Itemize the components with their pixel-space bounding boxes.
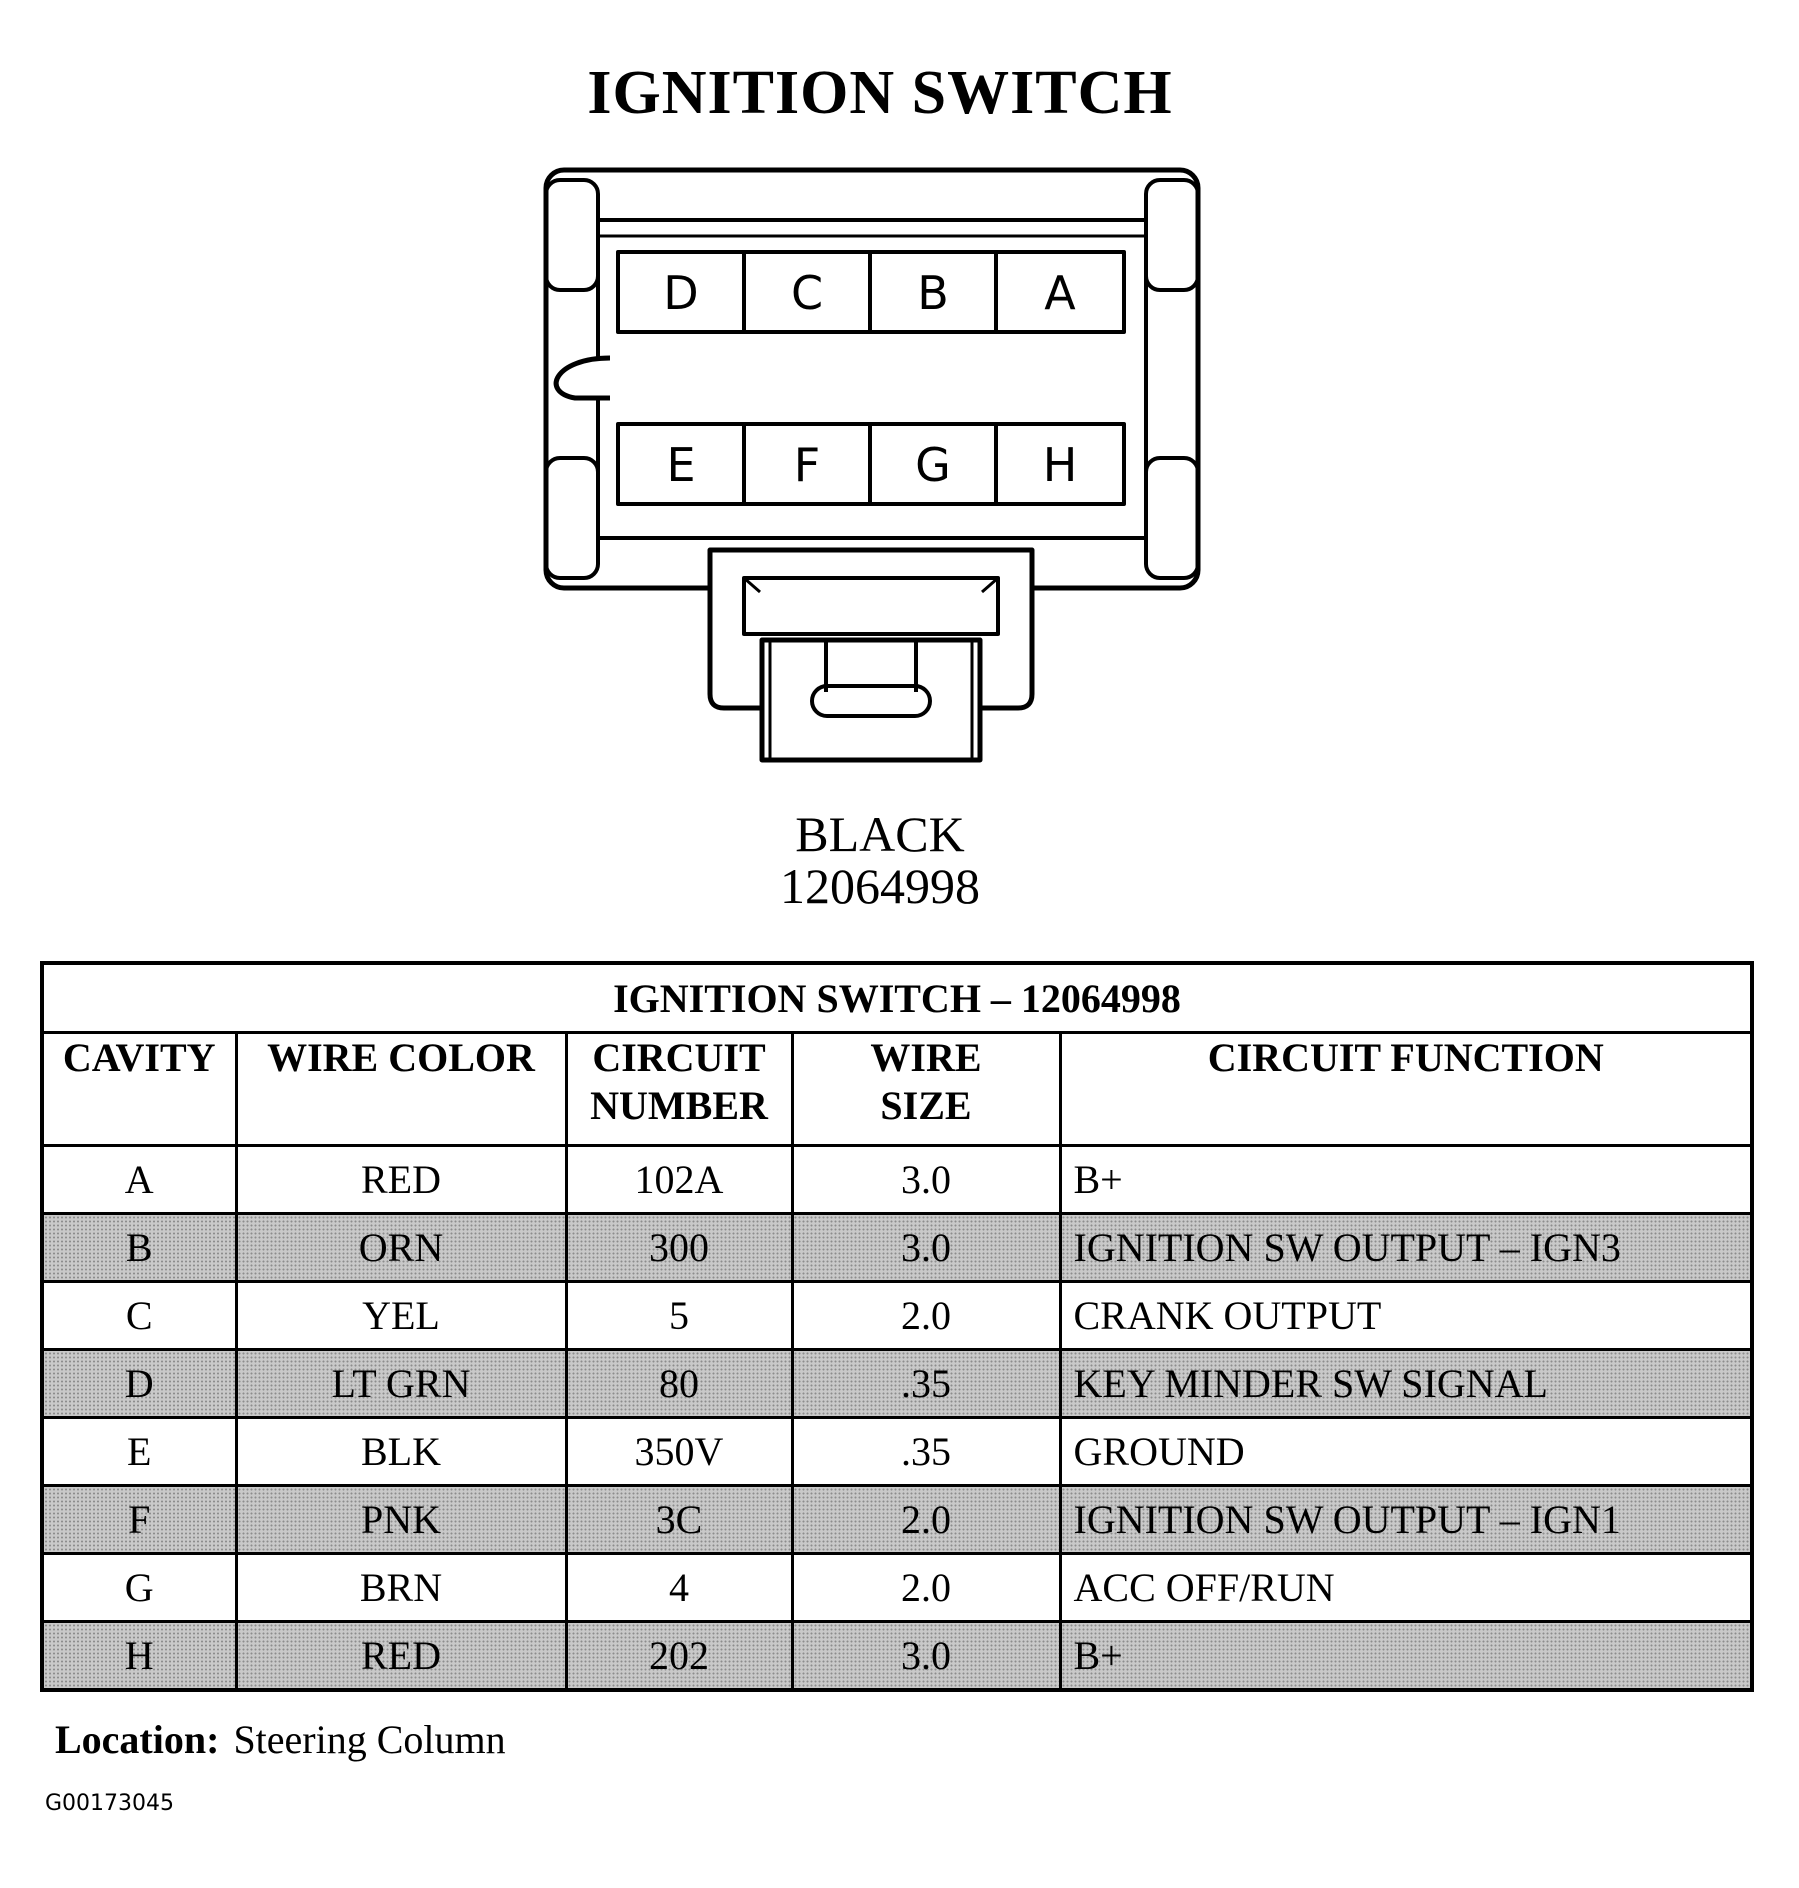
cavity-label-h: H xyxy=(1043,438,1078,492)
cavity-label-c: C xyxy=(791,266,823,320)
cell-wire-color: PNK xyxy=(234,1484,568,1555)
cell-wire-color: RED xyxy=(234,1620,568,1692)
cell-wire-color: LT GRN xyxy=(234,1348,568,1419)
cell-cavity: D xyxy=(40,1348,238,1419)
cell-circuit-function: CRANK OUTPUT xyxy=(1058,1280,1754,1351)
cell-wire-color: BLK xyxy=(234,1416,568,1487)
cell-circuit-number: 4 xyxy=(564,1552,794,1623)
cell-wire-size: 2.0 xyxy=(790,1280,1062,1351)
cell-circuit-function: B+ xyxy=(1058,1620,1754,1692)
cell-circuit-function: GROUND xyxy=(1058,1416,1754,1487)
location-value: Steering Column xyxy=(233,1717,506,1762)
cell-circuit-number: 102A xyxy=(564,1144,794,1215)
header-circuit-function: CIRCUIT FUNCTION xyxy=(1058,1031,1754,1147)
header-cavity: CAVITY xyxy=(40,1031,238,1147)
cell-wire-color: BRN xyxy=(234,1552,568,1623)
cell-cavity: G xyxy=(40,1552,238,1623)
connector-diagram: D C B A E F G H xyxy=(543,167,1201,763)
cavity-label-d: D xyxy=(663,266,698,320)
cell-wire-size: 3.0 xyxy=(790,1212,1062,1283)
cell-wire-color: RED xyxy=(234,1144,568,1215)
table-row: E BLK 350V .35 GROUND xyxy=(40,1416,1754,1487)
cell-cavity: E xyxy=(40,1416,238,1487)
diagram-title: IGNITION SWITCH xyxy=(587,59,1173,127)
cell-wire-size: 2.0 xyxy=(790,1484,1062,1555)
cell-circuit-number: 202 xyxy=(564,1620,794,1692)
cell-circuit-number: 300 xyxy=(564,1212,794,1283)
pinout-table: IGNITION SWITCH – 12064998 CAVITY WIRE C… xyxy=(40,961,1754,1692)
connector-housing xyxy=(543,167,1201,591)
cavity-grid-bottom xyxy=(616,422,1126,506)
cavity-label-e: E xyxy=(666,438,695,492)
cavity-grid-top xyxy=(616,250,1126,334)
table-row: C YEL 5 2.0 CRANK OUTPUT xyxy=(40,1280,1754,1351)
table-row: G BRN 4 2.0 ACC OFF/RUN xyxy=(40,1552,1754,1623)
cell-circuit-number: 80 xyxy=(564,1348,794,1419)
cell-circuit-number: 350V xyxy=(564,1416,794,1487)
cell-wire-color: ORN xyxy=(234,1212,568,1283)
table-row: A RED 102A 3.0 B+ xyxy=(40,1144,1754,1215)
cavity-label-b: B xyxy=(917,266,949,320)
connector-part-number: 12064998 xyxy=(780,858,980,914)
cell-cavity: H xyxy=(40,1620,238,1692)
table-title: IGNITION SWITCH – 12064998 xyxy=(40,961,1754,1034)
location-label: Location: xyxy=(55,1717,220,1762)
cavity-label-g: G xyxy=(915,438,951,492)
cell-cavity: A xyxy=(40,1144,238,1215)
header-wire-size-line1: WIRE xyxy=(870,1035,982,1080)
connector-color: BLACK xyxy=(795,806,965,862)
header-wire-size-line2: SIZE xyxy=(880,1083,972,1128)
cell-circuit-number: 5 xyxy=(564,1280,794,1351)
table-row: H RED 202 3.0 B+ xyxy=(40,1620,1754,1692)
cell-cavity: C xyxy=(40,1280,238,1351)
header-wire-color: WIRE COLOR xyxy=(234,1031,568,1147)
cell-circuit-function: ACC OFF/RUN xyxy=(1058,1552,1754,1623)
table-row: B ORN 300 3.0 IGNITION SW OUTPUT – IGN3 xyxy=(40,1212,1754,1283)
cell-circuit-function: B+ xyxy=(1058,1144,1754,1215)
cell-circuit-function: KEY MINDER SW SIGNAL xyxy=(1058,1348,1754,1419)
cell-circuit-function: IGNITION SW OUTPUT – IGN3 xyxy=(1058,1212,1754,1283)
cell-wire-color: YEL xyxy=(234,1280,568,1351)
cell-cavity: B xyxy=(40,1212,238,1283)
locking-latch xyxy=(707,547,1035,763)
cavity-label-f: F xyxy=(794,438,820,492)
header-circuit-number-line1: CIRCUIT xyxy=(592,1035,766,1080)
connector-color-label: BLACK 12064998 xyxy=(0,808,1760,912)
location-note: Location: Steering Column xyxy=(55,1716,506,1763)
cell-circuit-function: IGNITION SW OUTPUT – IGN1 xyxy=(1058,1484,1754,1555)
cell-wire-size: 3.0 xyxy=(790,1144,1062,1215)
cell-wire-size: .35 xyxy=(790,1416,1062,1487)
cell-circuit-number: 3C xyxy=(564,1484,794,1555)
cell-wire-size: .35 xyxy=(790,1348,1062,1419)
table-row: F PNK 3C 2.0 IGNITION SW OUTPUT – IGN1 xyxy=(40,1484,1754,1555)
figure-id: G00173045 xyxy=(45,1791,175,1816)
cavity-label-a: A xyxy=(1044,266,1076,320)
cell-wire-size: 3.0 xyxy=(790,1620,1062,1692)
cell-cavity: F xyxy=(40,1484,238,1555)
table-row: D LT GRN 80 .35 KEY MINDER SW SIGNAL xyxy=(40,1348,1754,1419)
header-circuit-number-line2: NUMBER xyxy=(590,1083,768,1128)
cell-wire-size: 2.0 xyxy=(790,1552,1062,1623)
